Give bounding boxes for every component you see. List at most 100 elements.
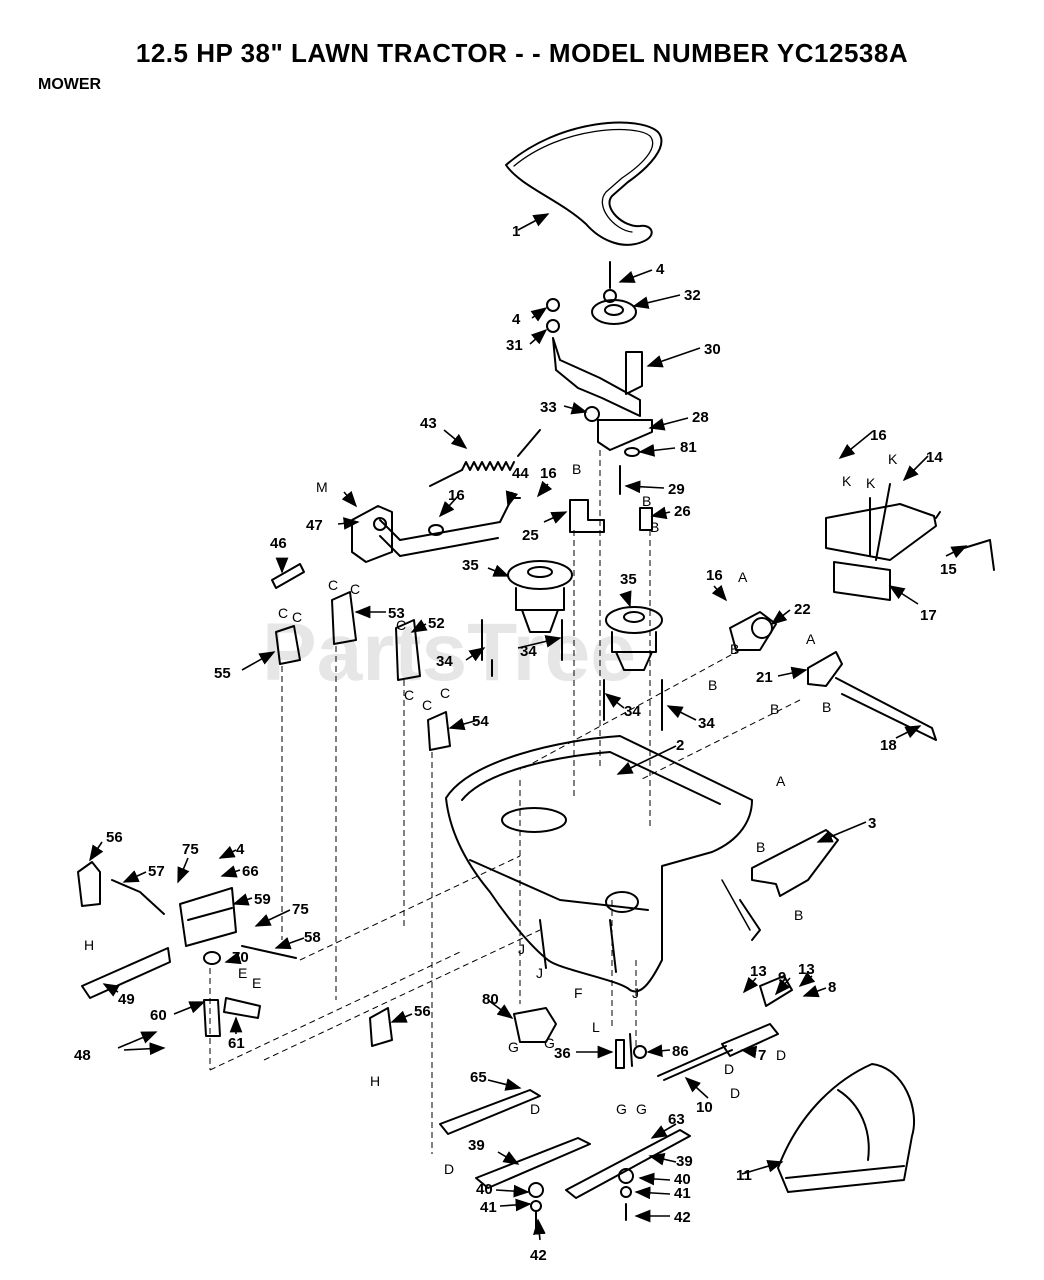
callout-75: 75: [182, 841, 199, 858]
ref-letter: B: [572, 461, 581, 477]
callout-63: 63: [668, 1111, 685, 1128]
discharge-chute: [777, 1063, 916, 1193]
callout-40: 40: [674, 1171, 691, 1188]
ref-letter: J: [518, 941, 525, 957]
callout-32: 32: [684, 287, 701, 304]
callout-28: 28: [692, 409, 709, 426]
ref-letter: D: [724, 1061, 734, 1077]
rod: [81, 947, 171, 999]
callout-75: 75: [292, 901, 309, 918]
callout-39: 39: [468, 1137, 485, 1154]
callout-15: 15: [940, 561, 957, 578]
callout-80: 80: [482, 991, 499, 1008]
callout-29: 29: [668, 481, 685, 498]
nut: [546, 298, 560, 312]
ref-letter: C: [328, 577, 338, 593]
callout-34: 34: [624, 703, 641, 720]
bracket: [369, 1007, 393, 1047]
nut: [603, 289, 617, 303]
lift-bracket: [351, 505, 393, 563]
callout-48: 48: [74, 1047, 91, 1064]
front-hanger: [825, 503, 937, 561]
mower-deck: [445, 735, 753, 993]
mower-blade: [475, 1137, 591, 1189]
callout-13: 13: [798, 961, 815, 978]
callout-81: 81: [680, 439, 697, 456]
callout-11: 11: [736, 1167, 752, 1184]
callout-3: 3: [868, 815, 876, 832]
callout-58: 58: [304, 929, 321, 946]
ref-letter: G: [616, 1101, 627, 1117]
ref-letter: C: [422, 697, 432, 713]
ref-letter: B: [822, 699, 831, 715]
ref-letter: D: [530, 1101, 540, 1117]
callout-35: 35: [462, 557, 479, 574]
callout-56: 56: [106, 829, 123, 846]
ref-letter: B: [730, 641, 739, 657]
drive-belt: [505, 121, 663, 246]
callout-49: 49: [118, 991, 135, 1008]
callout-52: 52: [428, 615, 445, 632]
washer: [546, 319, 560, 333]
callout-31: 31: [506, 337, 523, 354]
callout-14: 14: [926, 449, 943, 466]
ref-letter: K: [888, 451, 898, 467]
hanger-bracket: [427, 711, 451, 751]
ref-letter: B: [642, 493, 651, 509]
callout-59: 59: [254, 891, 271, 908]
ref-letter: J: [536, 965, 543, 981]
callout-36: 36: [554, 1045, 571, 1062]
callout-54: 54: [472, 713, 489, 730]
callout-46: 46: [270, 535, 287, 552]
callout-41: 41: [480, 1199, 497, 1216]
ref-letter: D: [730, 1085, 740, 1101]
callout-39: 39: [676, 1153, 693, 1170]
bracket: [77, 861, 101, 907]
callout-43: 43: [420, 415, 437, 432]
idler-pulley: [591, 299, 637, 325]
ref-letter: C: [350, 581, 360, 597]
ref-letter: A: [776, 773, 786, 789]
callout-44: 44: [512, 465, 529, 482]
idler-bracket: [625, 351, 643, 395]
ref-letter: G: [636, 1101, 647, 1117]
hook-rod: [963, 539, 995, 571]
callout-18: 18: [880, 737, 897, 754]
ref-letter: K: [842, 473, 852, 489]
ref-letter: H: [84, 937, 94, 953]
callout-26: 26: [674, 503, 691, 520]
callout-9: 9: [778, 969, 786, 986]
ref-letter: B: [770, 701, 779, 717]
callout-35: 35: [620, 571, 637, 588]
callout-70: 70: [232, 949, 249, 966]
ref-letter: C: [292, 609, 302, 625]
callout-34: 34: [436, 653, 453, 670]
ref-letter: G: [544, 1035, 555, 1051]
ref-letter: G: [508, 1039, 519, 1055]
bracket: [833, 561, 891, 601]
callout-1: 1: [512, 223, 520, 240]
ref-letter: M: [316, 479, 328, 495]
ref-letter: C: [278, 605, 288, 621]
callout-16: 16: [540, 465, 557, 482]
bracket: [807, 651, 843, 687]
callout-57: 57: [148, 863, 165, 880]
callout-86: 86: [672, 1043, 689, 1060]
diagram-title: 12.5 HP 38" LAWN TRACTOR - - MODEL NUMBE…: [135, 38, 909, 68]
callout-47: 47: [306, 517, 323, 534]
callout-22: 22: [794, 601, 811, 618]
callout-4: 4: [656, 261, 665, 278]
callout-42: 42: [530, 1247, 547, 1264]
callout-53: 53: [388, 605, 405, 622]
ref-letter: D: [776, 1047, 786, 1063]
callout-60: 60: [150, 1007, 167, 1024]
callout-41: 41: [674, 1185, 691, 1202]
ref-letter: B: [650, 519, 659, 535]
mandrel: [439, 1089, 541, 1135]
bracket: [639, 507, 653, 531]
ref-letter: J: [632, 985, 639, 1001]
hanger-bracket: [275, 625, 301, 665]
callout-25: 25: [522, 527, 539, 544]
